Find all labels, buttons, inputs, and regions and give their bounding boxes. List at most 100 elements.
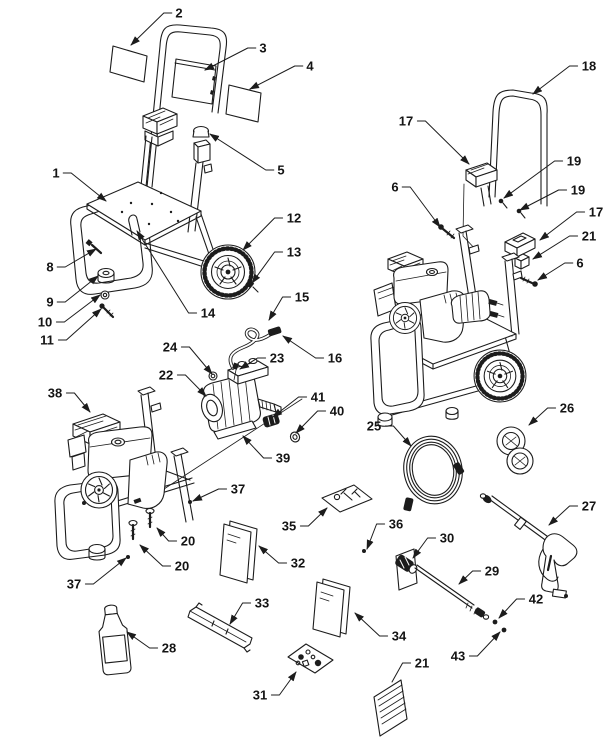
part-foot-cap [88,543,106,561]
callout-35: 35 [282,519,296,534]
part-shaft-key-39 [133,497,142,504]
part-post-left-unit [455,224,480,299]
callout-16: 16 [328,351,342,366]
part-support-bar-33 [187,602,253,653]
part-pump-22 [201,357,282,440]
callout-36: 36 [389,517,403,532]
part-engine-38 [67,413,168,509]
part-manual-32 [219,520,258,584]
callout-42: 42 [529,592,543,607]
callout-6: 6 [391,180,398,195]
leader-line-5 [209,133,275,171]
callout-31: 31 [253,688,267,703]
part-right-post [187,139,213,233]
part-rear-rails [144,213,225,268]
part-fitting-43 [501,627,507,633]
part-unit-recoil-starter [389,302,421,334]
leader-line-8 [56,248,97,268]
leader-line-19 [519,189,568,211]
callout-39: 39 [276,451,290,466]
part-hardware-kit-31 [287,643,334,674]
part-recoil-starter [80,471,118,509]
leader-line-43 [468,631,501,657]
callout-20: 20 [175,559,189,574]
callout-30: 30 [440,531,454,546]
part-post-rear [170,447,194,523]
leader-line-30 [412,537,437,559]
leader-line-12 [242,217,284,251]
leader-line-26 [528,407,557,426]
leader-line-2 [130,12,173,46]
leader-line-25 [384,425,412,447]
leader-line-13 [251,251,284,284]
part-oring-24 [208,371,218,381]
leader-line-20 [139,544,172,567]
callout-1: 1 [52,166,59,181]
part-hose-15 [228,326,282,370]
part-nut-10 [100,290,110,300]
leader-line-24 [180,346,213,375]
part-manual-34 [312,578,351,638]
callout-28: 28 [162,641,176,656]
callout-10: 10 [38,315,52,330]
part-bolt-20a [128,519,138,541]
callout-43: 43 [451,649,465,664]
part-panel-outline [462,183,480,252]
part-info-label-2 [109,45,148,83]
part-assembled-handle [488,89,548,207]
callout-6: 6 [576,256,583,271]
leader-line-6 [401,186,441,228]
leader-line-23 [239,357,267,370]
leader-line-27 [548,505,579,526]
callout-20: 20 [181,534,195,549]
leader-line-41 [272,396,308,418]
leader-line-17 [539,211,586,241]
part-oring-40 [289,431,301,443]
callout-21: 21 [415,656,429,671]
part-bolt-6-right [519,276,538,287]
callout-17: 17 [399,114,413,129]
leader-line-21 [532,235,579,260]
part-left-post [140,135,153,188]
callout-11: 11 [40,333,54,348]
leader-line-37 [192,488,228,502]
callout-29: 29 [485,564,499,579]
leader-line-28 [126,631,159,649]
callout-32: 32 [291,556,305,571]
leader-line-14 [136,230,198,314]
part-info-label-4 [225,84,262,123]
callout-25: 25 [367,419,381,434]
part-spray-gun-27 [479,493,578,599]
leader-line-39 [242,435,273,459]
part-high-pressure-hose-25 [403,435,465,512]
part-screw-37a [188,500,192,504]
part-grip-clamp-17-left [465,162,498,188]
leader-line-3 [204,47,257,71]
callout-24: 24 [163,340,178,355]
leader-line-19 [503,160,564,199]
callout-17: 17 [589,205,603,220]
leader-line-34 [354,612,389,637]
callout-2: 2 [175,6,182,21]
callout-3: 3 [259,41,266,56]
callout-19: 19 [567,154,581,169]
part-clip-23 [232,362,239,381]
part-unit-pump [450,290,505,324]
leader-line-40 [295,410,327,434]
part-unit-wheel [474,350,526,402]
callout-38: 38 [48,386,62,401]
part-oil-bottle-28 [98,604,132,676]
leader-line-6 [537,262,574,281]
leader-line-10 [55,294,101,323]
part-nozzle-holder-26 [496,426,534,475]
callout-23: 23 [270,351,284,366]
part-hose-fitting-16 [267,326,282,337]
part-handle-stub [480,185,492,207]
part-deck-holes [120,191,180,226]
leader-line-42 [498,598,526,619]
part-knob-5 [192,125,210,138]
part-u-bolt-14 [128,214,141,236]
part-screw-37b [126,555,130,559]
diagram-artwork [54,24,578,737]
